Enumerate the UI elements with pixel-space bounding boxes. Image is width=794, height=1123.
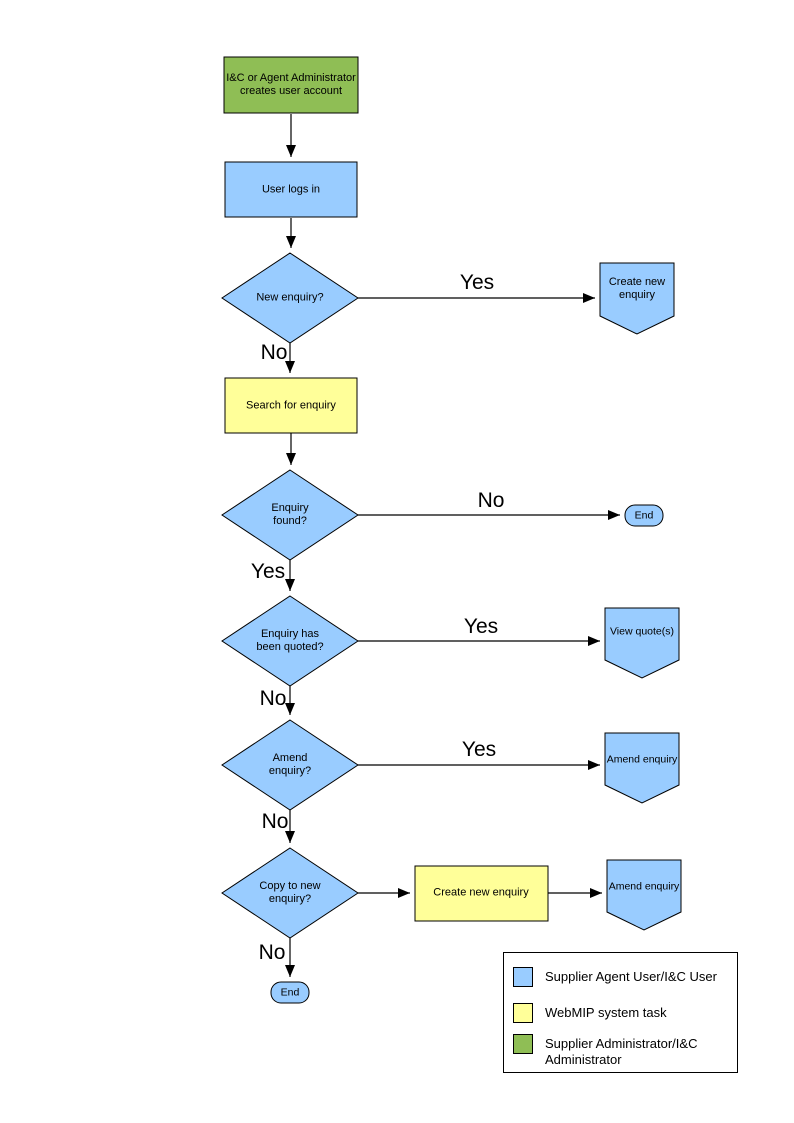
decision-new-enquiry-label: New enquiry? — [256, 291, 324, 304]
legend: Supplier Agent User/I&C User WebMIP syst… — [503, 952, 738, 1073]
edge-label-enquiry-found-no: No — [477, 489, 505, 512]
legend-label: Supplier Agent User/I&C User — [545, 969, 717, 984]
legend-item-webmip-system-task: WebMIP system task — [513, 1003, 725, 1023]
process-admin-creates-account-shape — [223, 56, 359, 114]
offpage-amend-enquiry-2-label: Amend enquiry — [608, 880, 680, 893]
offpage-amend-enquiry-2-shape — [606, 859, 682, 931]
edge-label-copy-to-new-no: No — [258, 941, 286, 964]
edge-label-enquiry-quoted-yes: Yes — [463, 615, 499, 638]
offpage-view-quotes-label: View quote(s) — [609, 625, 675, 638]
edge-label-enquiry-quoted-no: No — [259, 687, 287, 710]
decision-enquiry-found-label: Enquiry found? — [271, 502, 309, 527]
legend-label: WebMIP system task — [545, 1005, 667, 1020]
process-user-logs-in-label: User logs in — [261, 183, 321, 196]
decision-enquiry-quoted-shape — [221, 595, 359, 687]
offpage-amend-enquiry-label: Amend enquiry — [606, 753, 678, 766]
legend-swatch-green — [513, 1034, 533, 1054]
decision-enquiry-quoted-label: Enquiry has been quoted? — [256, 628, 324, 653]
terminator-end-2-shape — [270, 981, 310, 1004]
legend-item-supplier-administrator: Supplier Administrator/I&C Administrator — [513, 1034, 725, 1068]
edge-label-enquiry-found-yes: Yes — [250, 560, 286, 583]
process-search-for-enquiry-label: Search for enquiry — [246, 399, 336, 412]
edge-label-amend-enquiry-yes: Yes — [461, 738, 497, 761]
decision-copy-to-new-enquiry-shape — [221, 847, 359, 939]
legend-swatch-yellow — [513, 1003, 533, 1023]
edge-label-new-enquiry-no: No — [260, 341, 288, 364]
process-create-new-enquiry-task-shape — [414, 865, 549, 922]
offpage-create-new-enquiry-label: Create new enquiry — [608, 276, 666, 301]
process-search-for-enquiry-shape — [224, 377, 358, 434]
decision-amend-enquiry-label: Amend enquiry? — [268, 752, 312, 777]
legend-label: Supplier Administrator/I&C Administrator — [545, 1036, 698, 1067]
decision-amend-enquiry-shape — [221, 719, 359, 811]
process-create-new-enquiry-task-label: Create new enquiry — [433, 886, 529, 899]
offpage-view-quotes-shape — [604, 607, 680, 679]
decision-enquiry-found-shape — [221, 469, 359, 561]
edge-label-amend-enquiry-no: No — [261, 810, 289, 833]
legend-swatch-blue — [513, 967, 533, 987]
terminator-end-2-label: End — [280, 986, 300, 999]
decision-copy-to-new-enquiry-label: Copy to new enquiry? — [259, 880, 321, 905]
legend-item-supplier-agent-user: Supplier Agent User/I&C User — [513, 967, 725, 987]
offpage-create-new-enquiry-shape — [599, 262, 675, 335]
terminator-end-1-label: End — [634, 509, 654, 522]
terminator-end-1-shape — [624, 504, 664, 527]
process-admin-creates-account-label: I&C or Agent Administrator creates user … — [226, 72, 356, 97]
connector-lines — [285, 114, 620, 977]
process-user-logs-in-shape — [224, 161, 358, 218]
edge-label-new-enquiry-yes: Yes — [459, 271, 495, 294]
decision-new-enquiry-shape — [221, 252, 359, 344]
offpage-amend-enquiry-shape — [604, 732, 680, 804]
